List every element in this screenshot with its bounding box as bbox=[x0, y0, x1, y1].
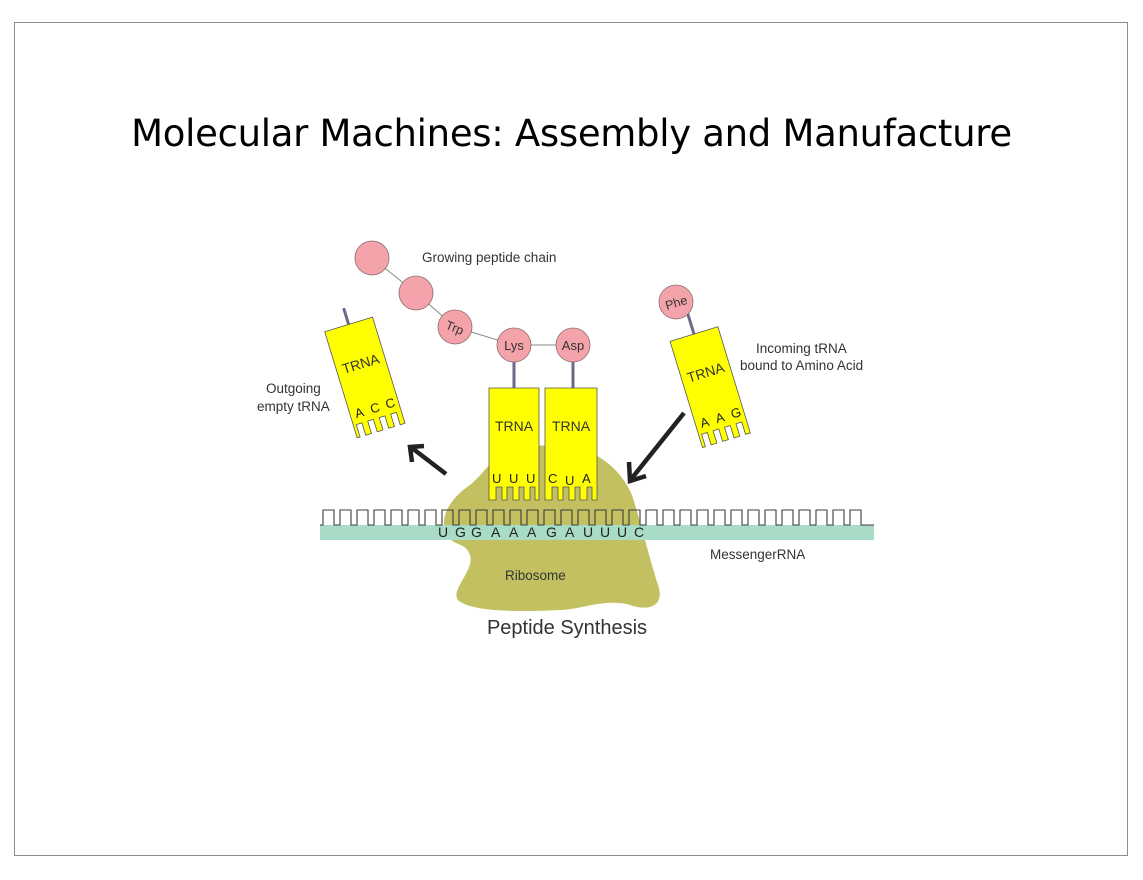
amino-acid-lys bbox=[496, 327, 532, 363]
growing-chain-label: Growing peptide chain bbox=[422, 250, 556, 265]
ribosome-label: Ribosome bbox=[505, 568, 566, 583]
anticodon-base: C bbox=[548, 471, 557, 486]
anticodon-base: G bbox=[729, 404, 743, 421]
trna-incoming: TRNA A A G bbox=[669, 312, 751, 449]
mrna-base: G bbox=[471, 524, 482, 540]
messenger-rna bbox=[320, 509, 874, 540]
amino-acid bbox=[398, 275, 434, 311]
trna-asp bbox=[544, 387, 598, 501]
mrna-base: A bbox=[509, 524, 519, 540]
outgoing-label: Outgoing bbox=[266, 381, 321, 396]
incoming-label: Incoming tRNA bbox=[756, 341, 847, 356]
mrna-base: G bbox=[546, 524, 557, 540]
mrna-label: MessengerRNA bbox=[710, 547, 805, 562]
mrna-base: C bbox=[634, 524, 644, 540]
amino-acid-phe bbox=[658, 284, 694, 320]
trna-lys bbox=[488, 387, 540, 501]
diagram-caption: Peptide Synthesis bbox=[487, 617, 647, 639]
mrna-base: G bbox=[455, 524, 466, 540]
phe-label: Phe bbox=[664, 293, 689, 313]
mrna-base: U bbox=[438, 524, 448, 540]
mrna-base: U bbox=[617, 524, 627, 540]
amino-acid bbox=[354, 240, 390, 276]
anticodon-base: C bbox=[368, 399, 381, 416]
mrna-base: A bbox=[565, 524, 575, 540]
asp-label: Asp bbox=[562, 338, 584, 353]
incoming-label: bound to Amino Acid bbox=[740, 358, 863, 373]
anticodon-base: U bbox=[565, 473, 574, 488]
outgoing-label: empty tRNA bbox=[257, 399, 330, 414]
anticodon-base: C bbox=[383, 395, 396, 412]
anticodon-base: U bbox=[526, 471, 535, 486]
slide-title: Molecular Machines: Assembly and Manufac… bbox=[131, 112, 1012, 155]
mrna-base: U bbox=[583, 524, 593, 540]
peptide-chain bbox=[354, 240, 591, 388]
mrna-base: A bbox=[527, 524, 537, 540]
anticodon-base: U bbox=[509, 471, 518, 486]
incoming-arrow bbox=[626, 411, 686, 485]
outgoing-arrow bbox=[407, 443, 448, 476]
mrna-base: A bbox=[491, 524, 501, 540]
trna-label: TRNA bbox=[495, 418, 534, 434]
trp-label: Trp bbox=[444, 318, 466, 338]
anticodon-base: U bbox=[492, 471, 501, 486]
mrna-base: U bbox=[600, 524, 610, 540]
trna-label: TRNA bbox=[552, 418, 591, 434]
trna-outgoing: TRNA A C C bbox=[324, 307, 406, 439]
anticodon-base: A bbox=[582, 471, 591, 486]
lys-label: Lys bbox=[504, 338, 524, 353]
amino-acid-asp bbox=[555, 327, 591, 363]
amino-acid-trp bbox=[437, 309, 473, 345]
